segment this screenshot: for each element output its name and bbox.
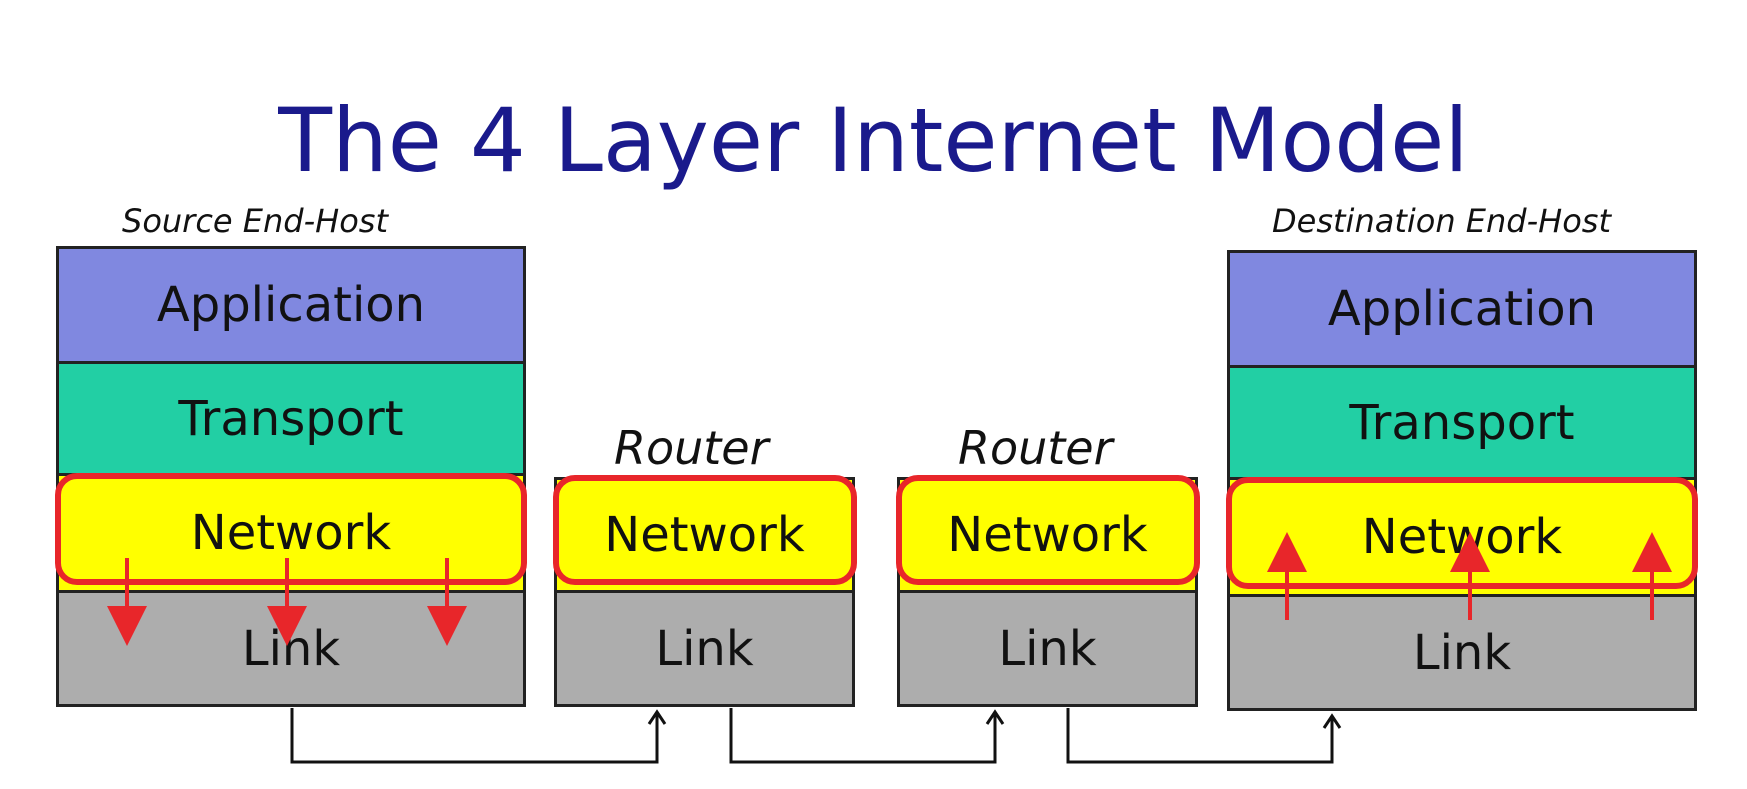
- destination-transport-layer: Transport: [1227, 365, 1697, 480]
- source-application-layer: Application: [56, 246, 526, 364]
- source-host-caption: Source End-Host: [122, 202, 388, 240]
- router-1-network-layer: Network: [554, 477, 855, 593]
- router-1-network-highlight: [553, 475, 857, 585]
- connector-source-to-router-1: [290, 708, 659, 764]
- router-2-network-highlight: [896, 475, 1200, 585]
- destination-link-layer: Link: [1227, 594, 1697, 711]
- source-down-arrows: [107, 558, 467, 646]
- connector-arrow-icon: [985, 709, 1005, 725]
- router-1-link-layer: Link: [554, 590, 855, 707]
- destination-network-highlight: [1226, 477, 1698, 589]
- router-2-link-layer: Link: [897, 590, 1198, 707]
- connector-router-2-to-destination: [1066, 708, 1334, 764]
- page-title: The 4 Layer Internet Model: [278, 89, 1469, 192]
- destination-application-layer: Application: [1227, 250, 1697, 368]
- destination-host-caption: Destination End-Host: [1272, 202, 1612, 240]
- source-transport-layer: Transport: [56, 361, 526, 476]
- source-network-highlight: [55, 473, 527, 585]
- link-connectors: [290, 708, 1342, 764]
- connector-arrow-icon: [647, 709, 667, 725]
- router-2-caption: Router: [958, 421, 1113, 475]
- connector-router-1-to-router-2: [729, 708, 997, 764]
- router-1-caption: Router: [614, 421, 769, 475]
- destination-up-arrows: [1267, 532, 1672, 620]
- connector-arrow-icon: [1322, 713, 1342, 729]
